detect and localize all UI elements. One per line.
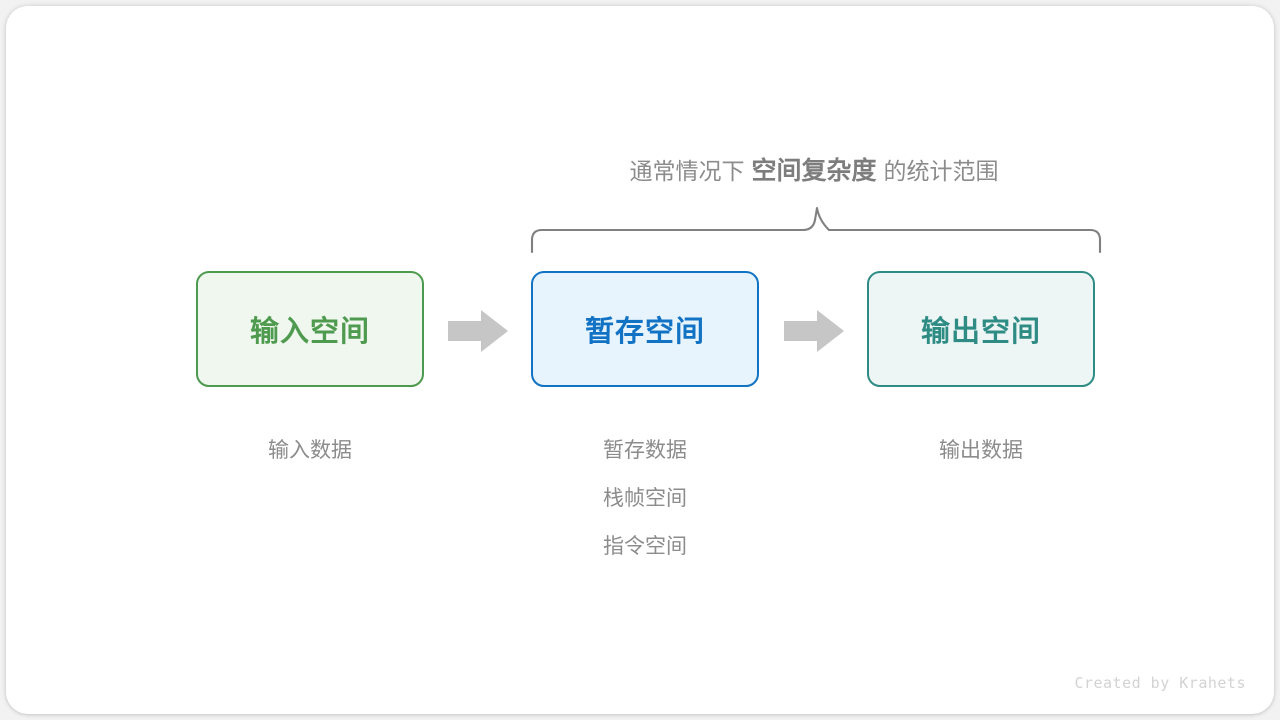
captions-temp: 暂存数据 栈帧空间 指令空间 bbox=[531, 427, 759, 571]
box-input-space-label: 输入空间 bbox=[249, 316, 370, 348]
caption-item: 栈帧空间 bbox=[603, 487, 687, 510]
diagram-card: 通常情况下空间复杂度的统计范围 输入空间 暂存空间 输出空间 bbox=[6, 6, 1274, 714]
caption-item: 暂存数据 bbox=[603, 439, 687, 462]
box-input-space[interactable]: 输入空间 bbox=[196, 271, 424, 387]
caption-item: 输出数据 bbox=[939, 439, 1023, 462]
box-temp-space-label: 暂存空间 bbox=[584, 316, 705, 348]
arrow-temp-to-output bbox=[784, 310, 844, 352]
brace-title-suffix: 的统计范围 bbox=[883, 158, 999, 184]
captions-input: 输入数据 bbox=[196, 427, 424, 475]
curly-brace bbox=[526, 202, 1102, 256]
brace-title-prefix: 通常情况下 bbox=[629, 158, 745, 184]
curly-brace-icon bbox=[530, 206, 1102, 254]
watermark: Created by Krahets bbox=[1074, 674, 1246, 692]
right-arrow-icon bbox=[448, 310, 508, 352]
brace-title: 通常情况下空间复杂度的统计范围 bbox=[532, 154, 1096, 188]
box-output-space[interactable]: 输出空间 bbox=[867, 271, 1095, 387]
arrow-input-to-temp bbox=[448, 310, 508, 352]
caption-item: 输入数据 bbox=[268, 439, 352, 462]
brace-title-emphasis: 空间复杂度 bbox=[751, 157, 877, 185]
captions-output: 输出数据 bbox=[867, 427, 1095, 475]
box-output-space-label: 输出空间 bbox=[920, 316, 1041, 348]
caption-item: 指令空间 bbox=[603, 535, 687, 558]
right-arrow-icon bbox=[784, 310, 844, 352]
box-temp-space[interactable]: 暂存空间 bbox=[531, 271, 759, 387]
